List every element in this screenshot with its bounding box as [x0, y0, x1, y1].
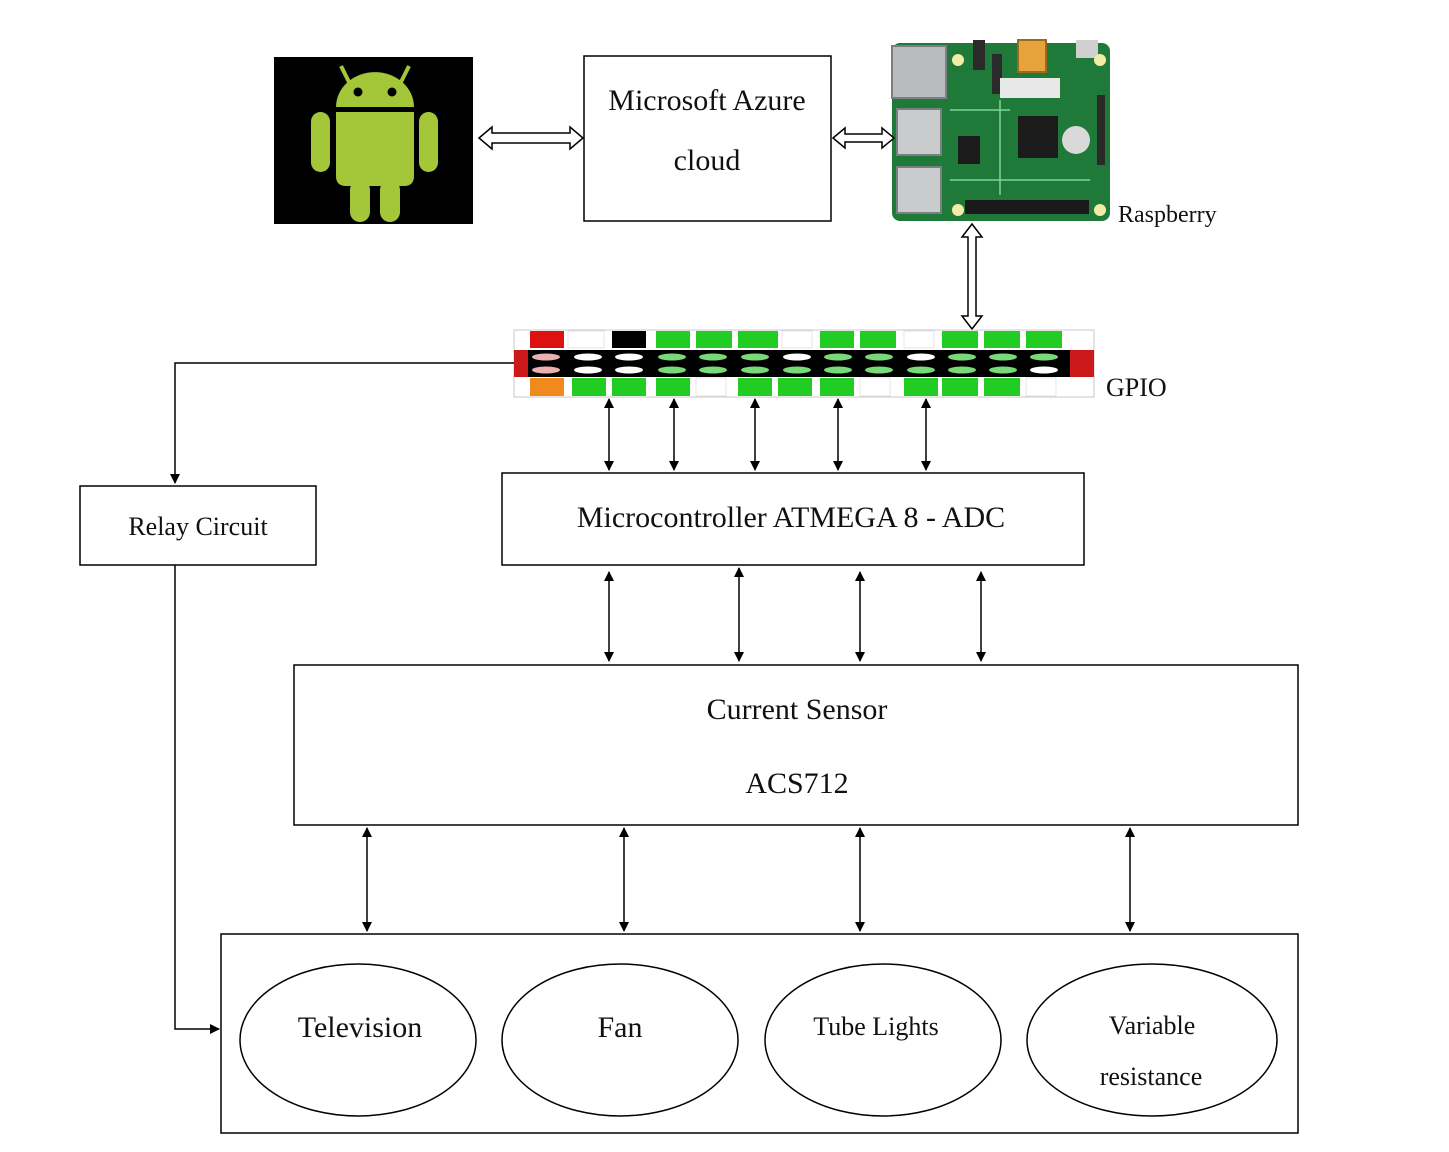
microcontroller-label: Microcontroller ATMEGA 8 - ADC	[577, 501, 1005, 534]
device-variable-resistance-line1: Variable	[1109, 1011, 1196, 1040]
gpio-header-icon	[513, 329, 1095, 398]
gpio-label: GPIO	[1106, 373, 1167, 402]
gpio-relay-connector	[170, 362, 514, 484]
device-television-label: Television	[298, 1011, 423, 1044]
relay-label: Relay Circuit	[128, 512, 268, 541]
gpio-mcu-arrows	[604, 398, 931, 471]
sensor-label-line2: ACS712	[745, 767, 848, 800]
relay-circuit-box: Relay Circuit	[79, 485, 317, 566]
device-tube-lights: Tube Lights	[764, 963, 1002, 1117]
android-cloud-link	[477, 125, 585, 151]
mcu-sensor-arrows	[604, 567, 986, 662]
relay-devices-connector	[174, 565, 220, 1034]
device-variable-resistance-line2: resistance	[1100, 1062, 1203, 1091]
azure-cloud-box: Microsoft Azure cloud	[583, 55, 832, 222]
android-icon	[274, 57, 473, 224]
azure-label-line2: cloud	[674, 144, 741, 177]
raspberry-pi-board-icon	[891, 39, 1110, 221]
device-tube-lights-label: Tube Lights	[813, 1012, 938, 1041]
devices-container: Television Fan Tube Lights Variable resi…	[220, 933, 1299, 1134]
cloud-raspberry-link	[831, 126, 896, 150]
raspberry-label: Raspberry	[1118, 202, 1217, 228]
sensor-label-line1: Current Sensor	[707, 693, 888, 726]
device-fan-label: Fan	[598, 1011, 643, 1044]
azure-label-line1: Microsoft Azure	[608, 84, 805, 117]
current-sensor-box: Current Sensor ACS712	[293, 664, 1299, 826]
device-fan: Fan	[501, 963, 739, 1117]
microcontroller-box: Microcontroller ATMEGA 8 - ADC	[501, 472, 1085, 566]
device-television: Television	[239, 963, 477, 1117]
raspberry-gpio-link	[960, 222, 984, 331]
sensor-devices-arrows	[362, 827, 1135, 932]
device-variable-resistance: Variable resistance	[1026, 963, 1278, 1117]
